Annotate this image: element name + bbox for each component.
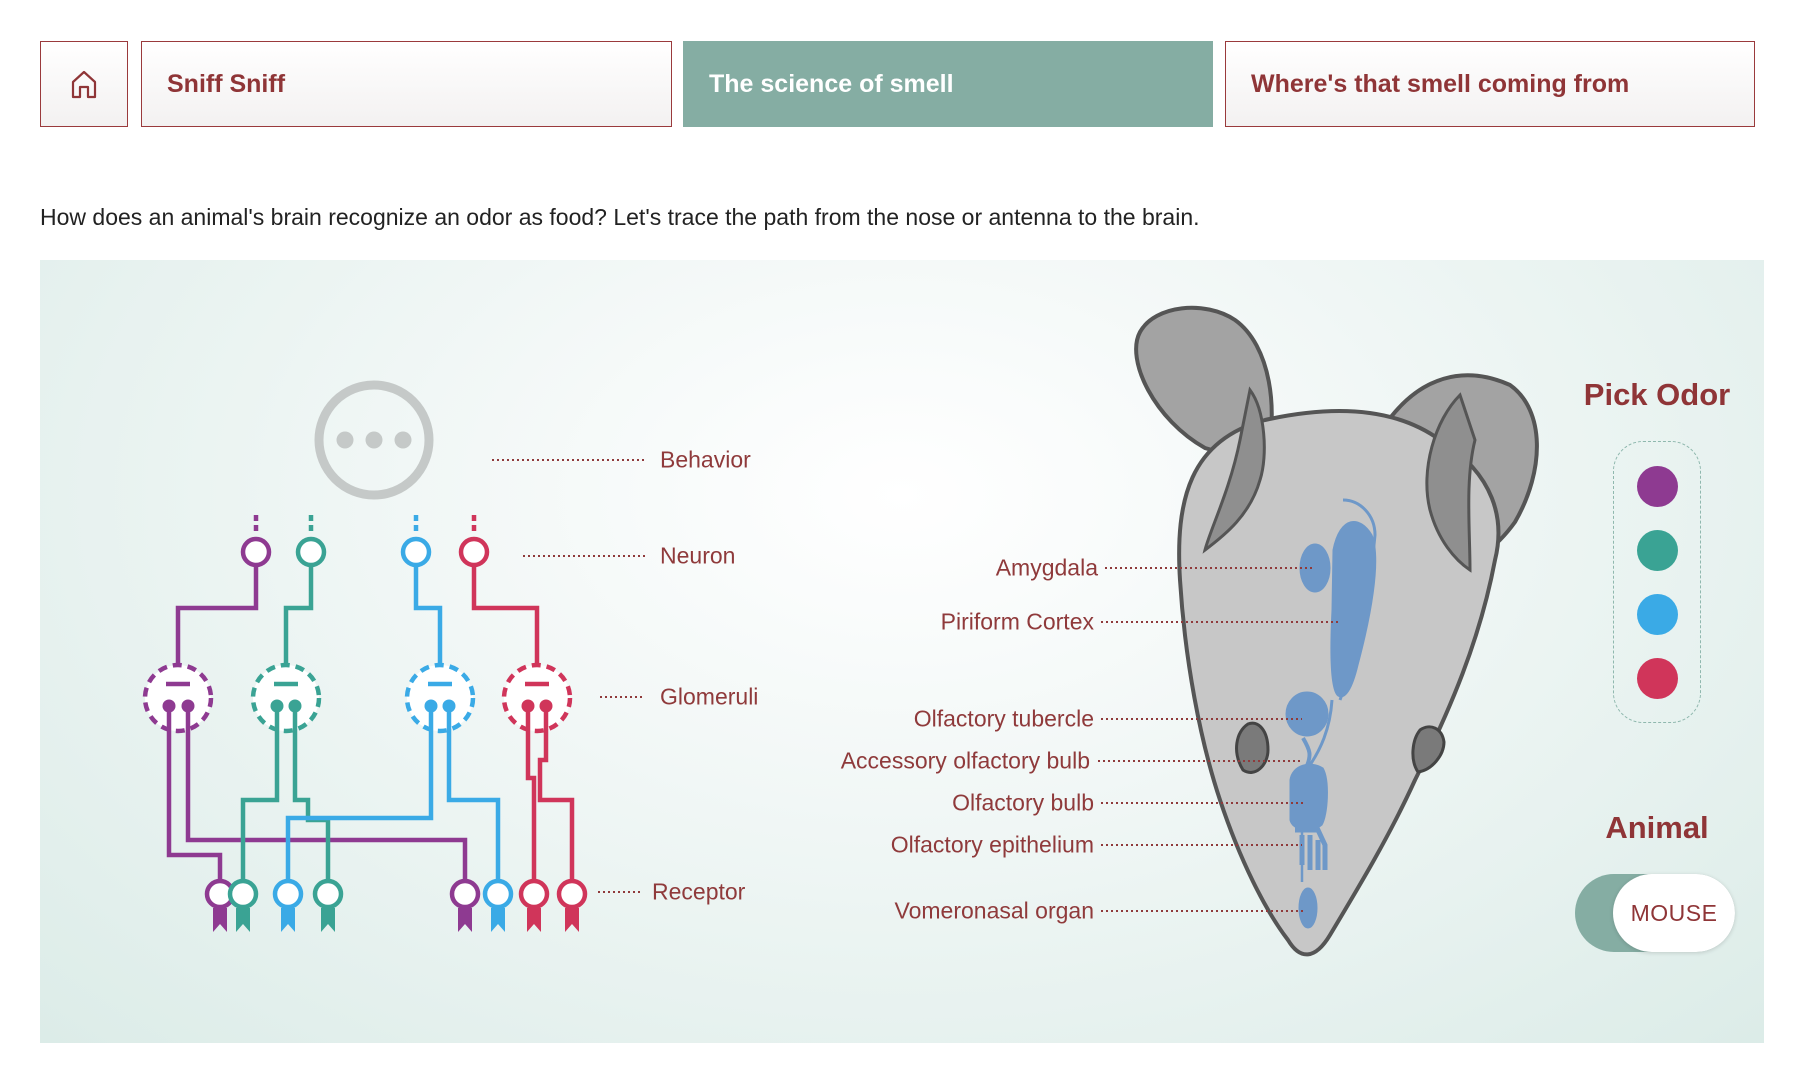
animal-toggle[interactable]: MOUSE xyxy=(1575,874,1735,952)
pathway-leaders xyxy=(492,459,645,893)
receptor-label: Receptor xyxy=(652,878,746,905)
tab-label: Sniff Sniff xyxy=(167,69,286,98)
illustration-panel: Behavior Neuron Glomeruli Receptor xyxy=(40,260,1764,1043)
pick-odor-title: Pick Odor xyxy=(1583,377,1731,412)
pathway-blue xyxy=(272,515,514,932)
odor-purple-button[interactable] xyxy=(1637,466,1678,507)
animal-title: Animal xyxy=(1605,810,1709,845)
olfactory-bulb-label: Olfactory bulb xyxy=(952,789,1094,816)
behavior-label: Behavior xyxy=(660,446,751,473)
odor-red-button[interactable] xyxy=(1637,658,1678,699)
tab-sniff-sniff[interactable]: Sniff Sniff xyxy=(141,41,672,127)
tab-smell-source[interactable]: Where's that smell coming from xyxy=(1225,41,1755,127)
odor-picker xyxy=(1613,441,1701,723)
odor-teal-button[interactable] xyxy=(1637,530,1678,571)
ellipsis-icon xyxy=(314,380,434,500)
home-tab[interactable] xyxy=(40,41,128,127)
olfactory-epithelium-label: Olfactory epithelium xyxy=(890,831,1094,858)
piriform-cortex-label: Piriform Cortex xyxy=(940,608,1094,635)
odor-blue-button[interactable] xyxy=(1637,594,1678,635)
pathway-purple xyxy=(142,515,481,932)
intro-text: How does an animal's brain recognize an … xyxy=(40,204,1200,230)
tab-science-of-smell[interactable]: The science of smell xyxy=(683,41,1213,127)
home-icon xyxy=(71,70,97,99)
animal-toggle-label: MOUSE xyxy=(1630,899,1718,926)
amygdala-label: Amygdala xyxy=(995,554,1098,581)
vomeronasal-organ-label: Vomeronasal organ xyxy=(894,897,1094,924)
olfactory-pathway-diagram xyxy=(142,380,645,932)
tab-label: The science of smell xyxy=(709,69,954,98)
glomeruli-label: Glomeruli xyxy=(660,683,759,710)
pathway-red xyxy=(458,515,588,932)
accessory-olfactory-bulb-label: Accessory olfactory bulb xyxy=(840,747,1090,774)
tab-label: Where's that smell coming from xyxy=(1251,69,1630,98)
animal-toggle-knob[interactable]: MOUSE xyxy=(1613,874,1735,952)
neuron-label: Neuron xyxy=(660,542,736,569)
olfactory-tubercle-label: Olfactory tubercle xyxy=(913,705,1094,732)
pathway-teal xyxy=(227,515,344,932)
mouse-head-illustration xyxy=(1098,305,1539,957)
